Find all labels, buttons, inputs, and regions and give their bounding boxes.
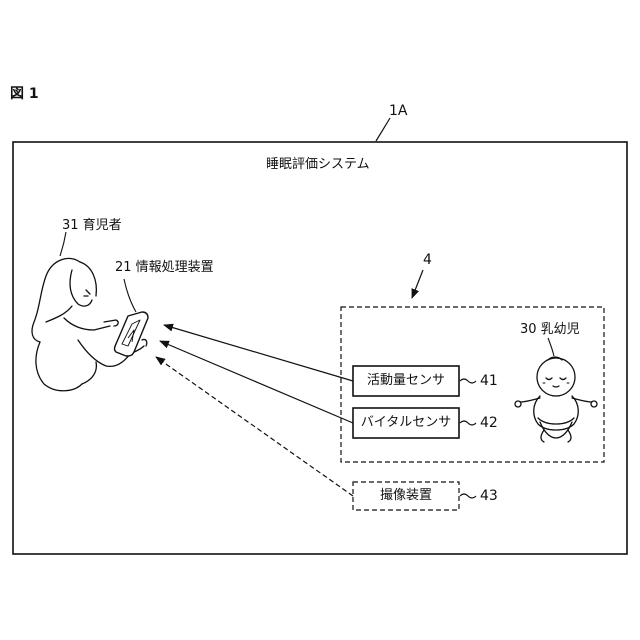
figure-label: 図 1	[10, 87, 39, 101]
system-frame	[13, 142, 627, 554]
infant-illustration	[515, 357, 597, 442]
infant-label-leader	[548, 338, 554, 356]
vital-sensor-ref-leader	[460, 421, 476, 425]
camera-device-ref: 43	[480, 489, 498, 503]
activity-sensor-label: 活動量センサ	[353, 374, 459, 387]
sensor-group-pointer	[412, 270, 423, 298]
vital-sensor-label: バイタルセンサ	[353, 416, 459, 429]
system-title: 睡眠評価システム	[266, 158, 370, 171]
activity-sensor-ref-leader	[460, 379, 476, 383]
phone-device	[115, 312, 149, 356]
caregiver-label-leader	[60, 232, 66, 256]
infant-label: 30 乳幼児	[520, 323, 580, 336]
vital-sensor-ref: 42	[480, 416, 498, 430]
device-label: 21 情報処理装置	[115, 261, 214, 274]
activity-sensor-arrow	[164, 325, 353, 381]
camera-device-ref-leader	[460, 494, 476, 498]
system-ref-leader	[376, 118, 390, 141]
sensor-group-ref-label: 4	[423, 253, 432, 267]
vital-sensor-arrow	[160, 341, 353, 423]
caregiver-label: 31 育児者	[62, 219, 122, 232]
system-ref-label: 1A	[389, 104, 407, 118]
camera-device-arrow	[156, 357, 353, 496]
camera-device-label: 撮像装置	[353, 489, 459, 502]
device-label-leader	[124, 279, 136, 312]
activity-sensor-ref: 41	[480, 374, 498, 388]
